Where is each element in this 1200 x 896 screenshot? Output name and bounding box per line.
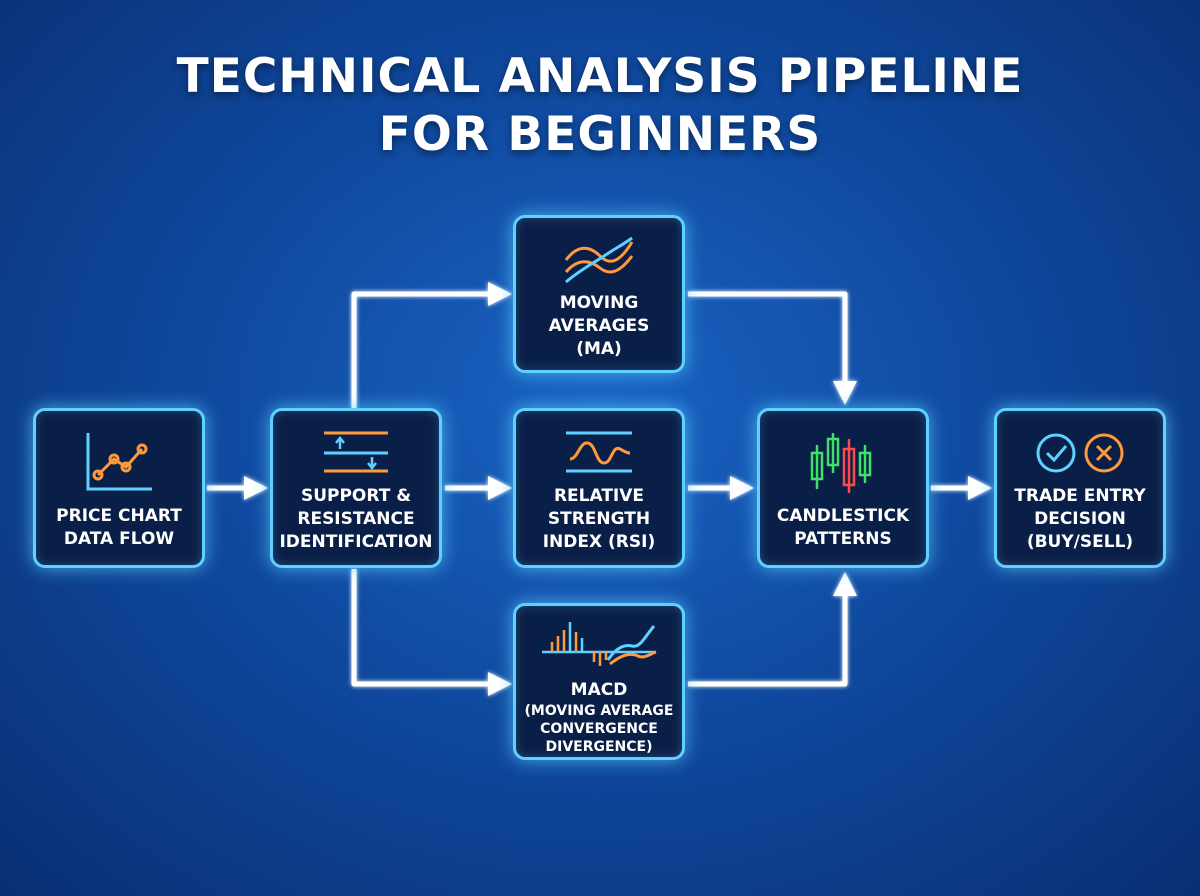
node-trade-entry: TRADE ENTRY DECISION (BUY/SELL) bbox=[994, 408, 1166, 568]
node-rsi-label: RELATIVE STRENGTH INDEX (RSI) bbox=[520, 485, 678, 554]
label-line: RELATIVE bbox=[553, 486, 645, 506]
label-line: INDEX (RSI) bbox=[542, 532, 656, 552]
arrowhead-support-rsi bbox=[488, 476, 512, 500]
node-support-resistance-label: SUPPORT & RESISTANCE IDENTIFICATION bbox=[277, 485, 435, 554]
node-macd-label: MACD (MOVING AVERAGE CONVERGENCE DIVERGE… bbox=[520, 678, 678, 756]
node-price-chart: PRICE CHART DATA FLOW bbox=[33, 408, 205, 568]
label-line: MOVING bbox=[559, 293, 639, 313]
label-line: (MOVING AVERAGE bbox=[524, 703, 674, 719]
node-candlestick-label: CANDLESTICK PATTERNS bbox=[764, 505, 922, 551]
title-line-1: TECHNICAL ANALYSIS PIPELINE bbox=[176, 49, 1024, 104]
arrowhead-support-ma bbox=[488, 282, 512, 306]
histogram-icon bbox=[516, 618, 682, 672]
label-line: TRADE ENTRY bbox=[1014, 486, 1146, 506]
page-title: TECHNICAL ANALYSIS PIPELINE FOR BEGINNER… bbox=[0, 48, 1200, 164]
node-support-resistance: SUPPORT & RESISTANCE IDENTIFICATION bbox=[270, 408, 442, 568]
label-line: AVERAGES bbox=[548, 316, 650, 336]
arrowhead-rsi-candlestick bbox=[730, 476, 754, 500]
label-line: (BUY/SELL) bbox=[1026, 532, 1134, 552]
arrow-support-to-macd bbox=[351, 569, 490, 687]
node-price-chart-label: PRICE CHART DATA FLOW bbox=[40, 505, 198, 551]
label-line: DECISION bbox=[1034, 509, 1126, 529]
node-candlestick: CANDLESTICK PATTERNS bbox=[757, 408, 929, 568]
moving-average-lines-icon bbox=[516, 234, 682, 286]
line-chart-icon bbox=[36, 431, 202, 493]
label-line: DIVERGENCE) bbox=[545, 739, 653, 755]
arrowhead-ma-candlestick bbox=[833, 381, 857, 405]
arrowhead-price-support bbox=[244, 476, 268, 500]
arrowhead-macd-candlestick bbox=[833, 572, 857, 596]
node-macd: MACD (MOVING AVERAGE CONVERGENCE DIVERGE… bbox=[513, 603, 685, 760]
arrowhead-candlestick-trade bbox=[968, 476, 992, 500]
label-line: CANDLESTICK bbox=[776, 506, 910, 526]
arrow-support-to-ma bbox=[351, 291, 490, 408]
oscillator-wave-icon bbox=[516, 429, 682, 475]
node-trade-entry-label: TRADE ENTRY DECISION (BUY/SELL) bbox=[1001, 485, 1159, 554]
node-moving-averages-label: MOVING AVERAGES (MA) bbox=[520, 292, 678, 361]
label-line: (MA) bbox=[576, 339, 622, 359]
label-line: RESISTANCE bbox=[297, 509, 415, 529]
support-resistance-icon bbox=[273, 429, 439, 475]
label-line: PRICE CHART bbox=[56, 506, 182, 526]
node-rsi: RELATIVE STRENGTH INDEX (RSI) bbox=[513, 408, 685, 568]
label-line: CONVERGENCE bbox=[540, 721, 658, 737]
candlestick-icon bbox=[760, 427, 926, 497]
title-line-2: FOR BEGINNERS bbox=[378, 107, 822, 162]
label-line: STRENGTH bbox=[547, 509, 651, 529]
arrow-ma-to-candlestick bbox=[688, 291, 848, 383]
label-line: DATA FLOW bbox=[63, 529, 175, 549]
label-line: SUPPORT & bbox=[300, 486, 412, 506]
label-line: IDENTIFICATION bbox=[279, 532, 433, 552]
check-cross-icon bbox=[997, 431, 1163, 475]
arrow-macd-to-candlestick bbox=[688, 594, 848, 687]
label-line: PATTERNS bbox=[794, 529, 892, 549]
label-line: MACD bbox=[570, 680, 628, 700]
arrowhead-support-macd bbox=[488, 672, 512, 696]
node-moving-averages: MOVING AVERAGES (MA) bbox=[513, 215, 685, 373]
